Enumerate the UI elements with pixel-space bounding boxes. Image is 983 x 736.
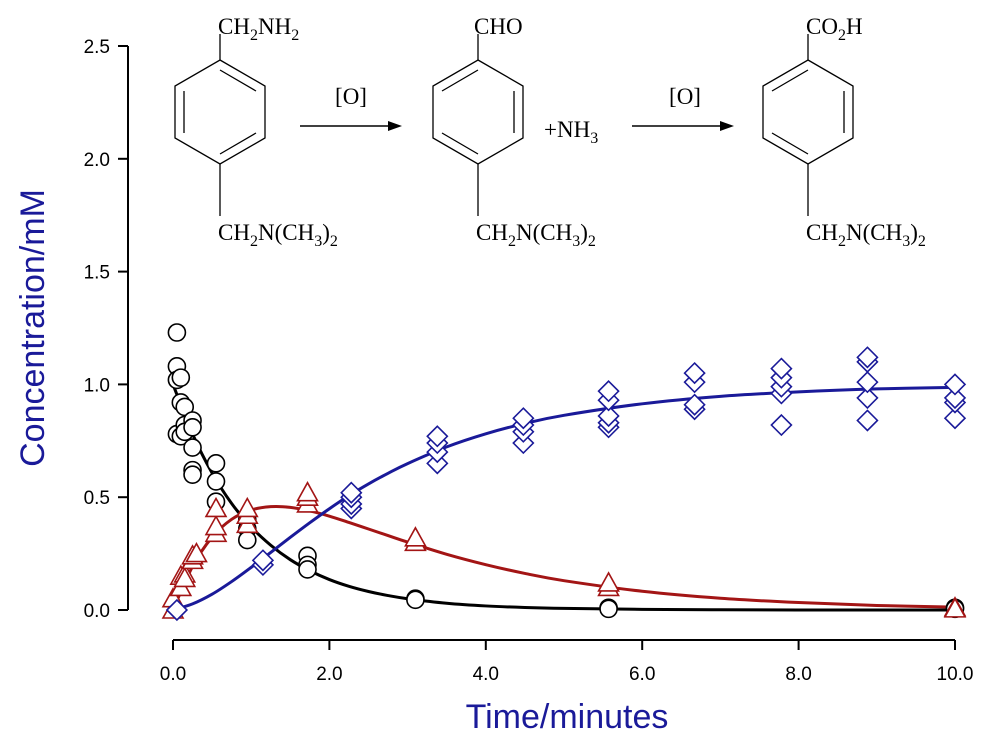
diamond-point	[512, 431, 535, 455]
reactant-molecule: CH2NH2 CH2N(CH3)2	[174, 14, 338, 250]
diamond-point	[943, 373, 967, 396]
diamond-point	[426, 425, 449, 448]
x-tick-label: 6.0	[629, 664, 655, 685]
circle-point	[298, 560, 317, 579]
diamond-point	[340, 481, 363, 504]
product-bottom-group: CH2N(CH3)2	[806, 220, 926, 250]
diamond-point	[165, 598, 189, 622]
triangle-point	[404, 526, 427, 547]
y-tick-label: 0.5	[84, 488, 110, 509]
circle-point	[599, 599, 618, 619]
triangle-point	[296, 481, 319, 502]
ring-double-bond	[441, 69, 479, 92]
arrow-2-label: [O]	[669, 84, 701, 109]
circle-point	[167, 323, 187, 342]
ammonia-byproduct: +NH3	[544, 117, 598, 147]
y-tick-label: 1.0	[84, 375, 110, 396]
diamond-point	[943, 407, 967, 430]
product-molecule: CO2H CH2N(CH3)2	[762, 14, 926, 250]
ring-double-bond	[441, 132, 479, 155]
diamond-point	[943, 386, 967, 410]
circle-point	[183, 465, 202, 484]
diamond-point	[683, 361, 706, 385]
diamond-point	[251, 549, 275, 572]
circle-point	[183, 417, 202, 437]
diamond-point	[770, 357, 793, 380]
x-tick-label: 10.0	[937, 664, 974, 685]
y-tick-label: 2.0	[84, 150, 110, 171]
product-top-group: CO2H	[806, 14, 863, 44]
intermediate-top-group: CHO	[474, 14, 523, 39]
ring-double-bond	[771, 69, 809, 92]
triangle-point	[185, 541, 208, 563]
x-tick-label: 4.0	[473, 664, 499, 685]
arrow-1-label: [O]	[335, 84, 367, 109]
circle-point	[175, 397, 195, 417]
diamond-point	[856, 346, 879, 369]
circle-point	[237, 530, 257, 550]
diamond-point	[512, 407, 535, 430]
x-axis-title: Time/minutes	[466, 698, 669, 736]
diamond-fit-curve	[172, 385, 956, 612]
circle-point	[171, 368, 191, 387]
circle-point	[406, 590, 425, 610]
diamond-point	[770, 413, 793, 437]
triangle-point	[204, 496, 228, 518]
x-tick-label: 2.0	[316, 664, 342, 685]
x-tick-label: 8.0	[785, 664, 811, 685]
benzene-ring	[432, 59, 524, 165]
circle-fit-curve	[171, 383, 955, 612]
y-axis-title: Concentration/mM	[14, 189, 52, 467]
ring-double-bond	[771, 132, 809, 155]
data-points	[161, 323, 967, 622]
triangle-point	[173, 566, 197, 588]
intermediate-bottom-group: CH2N(CH3)2	[476, 220, 596, 250]
diamond-point	[683, 393, 706, 416]
diamond-point	[856, 371, 879, 394]
diamond-point	[856, 409, 879, 432]
y-tick-label: 2.5	[84, 37, 110, 58]
diamond-point	[597, 380, 620, 403]
diamond-point	[856, 386, 879, 410]
ring-double-bond	[219, 69, 257, 92]
reaction-arrow-2: [O]	[632, 84, 734, 131]
fit-curves	[171, 383, 956, 612]
reactant-top-group: CH2NH2	[218, 14, 299, 44]
ring-double-bond	[219, 132, 257, 155]
triangle-point	[943, 597, 967, 618]
triangle-point	[597, 571, 620, 592]
triangle-point	[235, 496, 259, 518]
diamond-point	[426, 452, 449, 475]
triangle-point	[204, 514, 228, 536]
y-tick-label: 1.5	[84, 263, 110, 284]
reaction-scheme: CH2NH2 CH2N(CH3)2 [O] CHO CH2N(CH3)2	[174, 14, 926, 250]
benzene-ring	[174, 59, 266, 165]
diamond-point	[597, 404, 620, 428]
x-tick-label: 0.0	[160, 664, 186, 685]
circle-point	[206, 454, 226, 473]
reaction-arrow-1: [O]	[300, 84, 402, 131]
circle-point	[183, 438, 202, 457]
reactant-bottom-group: CH2N(CH3)2	[218, 220, 338, 250]
intermediate-molecule: CHO CH2N(CH3)2 +NH3	[432, 14, 598, 250]
benzene-ring	[762, 59, 854, 165]
circle-point	[206, 472, 226, 491]
y-tick-label: 0.0	[84, 601, 110, 622]
axes: 0.0 0.5 1.0 1.5 2.0 2.5 0.0 2.0 4.0 6.0 8.0 10.0	[84, 37, 974, 685]
